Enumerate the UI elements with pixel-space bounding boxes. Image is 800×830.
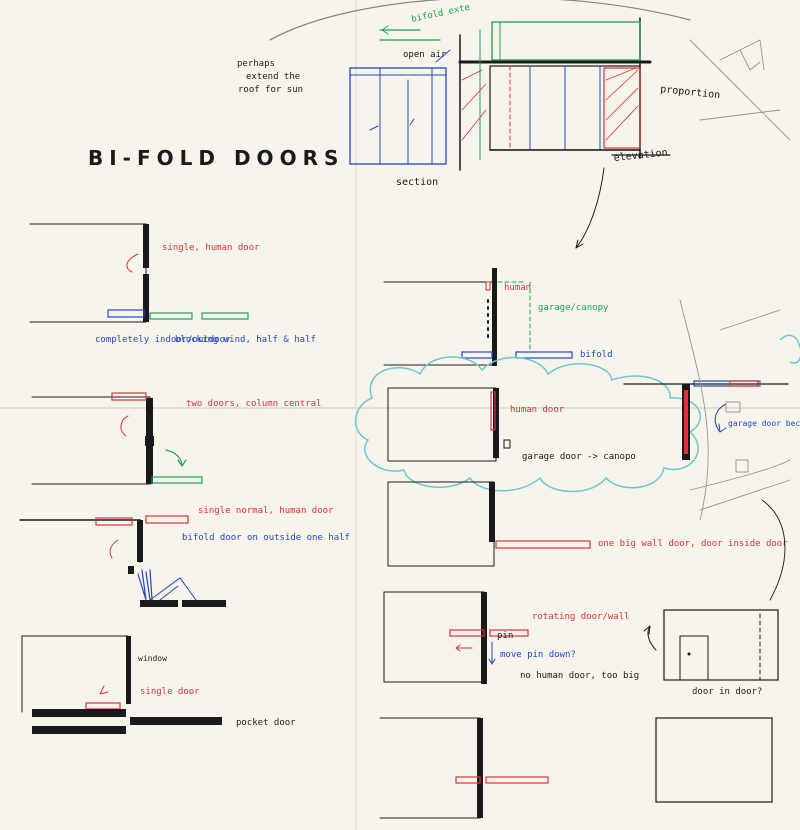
label-r4-red: rotating door/wall	[532, 612, 630, 622]
label-d1-blue: completely indoor/outdoor	[95, 335, 231, 345]
label-d1-red: single, human door	[162, 243, 260, 253]
diagram-human-garage-canopy	[383, 268, 573, 366]
diagram-bottom-rotating-wall	[379, 717, 549, 819]
label-r2-red: human door	[510, 405, 565, 415]
note-roof-1: perhaps	[237, 59, 275, 69]
highlight-cloud	[354, 356, 702, 493]
label-d2-red: two doors, column central	[186, 399, 321, 409]
diagram-bottom-blank-box	[655, 717, 773, 803]
label-proportion: proportion	[660, 84, 721, 101]
label-r1-green: garage/canopy	[538, 303, 609, 313]
label-d4-pocket: pocket door	[236, 718, 296, 728]
diagram-single-with-bifold-half	[19, 515, 226, 607]
label-d1-green: blocking wind, half & half	[175, 335, 316, 345]
label-bifold-extension: bifold exte	[411, 3, 471, 25]
label-r1-red: human	[504, 283, 531, 293]
diagram-single-human-door	[29, 223, 249, 323]
label-open-air: open air	[403, 50, 447, 60]
label-section: section	[396, 177, 438, 188]
label-r4b-black: door in door?	[692, 687, 762, 697]
diagram-door-in-door	[643, 499, 786, 681]
top-section-elevation-sketch	[269, 0, 791, 249]
label-d4-window: window	[138, 654, 167, 663]
label-r2b-blue: garage door becomes canopy	[728, 419, 800, 428]
label-d3-red: single normal, human door	[198, 506, 334, 516]
label-r1-blue: bifold	[580, 350, 613, 360]
note-roof-2: extend the	[246, 72, 300, 82]
label-r4-black: no human door, too big	[520, 671, 639, 681]
diagram-rotating-door	[383, 591, 529, 684]
diagram-two-doors-column	[31, 392, 203, 485]
label-r4-blue: move pin down?	[500, 650, 576, 660]
label-r3-red: one big wall door, door inside door	[598, 539, 788, 549]
diagram-pocket-door	[21, 635, 222, 734]
label-d4-red: single door	[140, 687, 200, 697]
diagram-garage-door-canopy	[623, 299, 791, 521]
label-r4-pin: pin	[497, 631, 513, 641]
page-title: BI-FOLD DOORS	[88, 146, 344, 170]
label-r2-black: garage door -> canopo	[522, 452, 636, 462]
diagram-one-big-wall-door	[387, 481, 591, 567]
highlight-cloud-edge	[779, 334, 800, 364]
note-roof-3: roof for sun	[238, 85, 303, 95]
diagram-garage-to-canopy	[387, 387, 511, 462]
label-d3-blue: bifold door on outside one half	[182, 533, 350, 543]
